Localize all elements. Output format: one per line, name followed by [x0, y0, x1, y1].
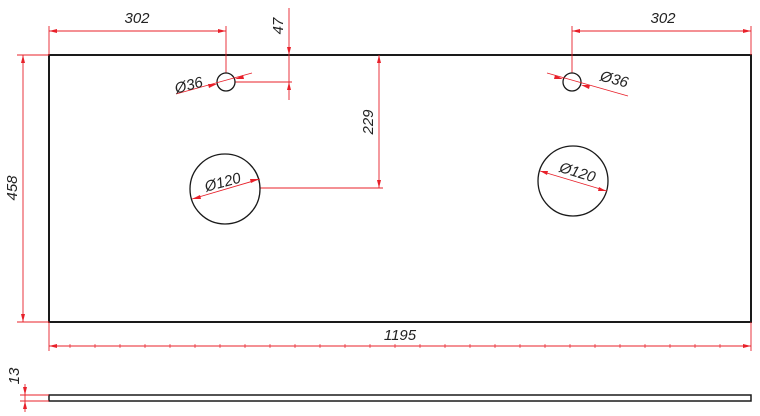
- tap-hole-left: [216, 72, 236, 92]
- label-center-to-basin: 229: [360, 109, 377, 136]
- label-length: 1195: [384, 327, 417, 344]
- tap-hole-right: [562, 72, 582, 92]
- dimension-offset-left: [48, 26, 227, 80]
- dimension-height: [17, 54, 49, 323]
- length-scale-ticks: [69, 344, 721, 348]
- leader-basin-right: [539, 170, 608, 192]
- label-height: 458: [4, 175, 21, 201]
- label-thickness: 13: [6, 367, 23, 384]
- countertop-side-profile: [48, 394, 752, 402]
- dimension-tap-offset: [232, 8, 292, 100]
- label-offset-right: 302: [650, 10, 676, 27]
- dimension-length: [48, 322, 752, 351]
- countertop-outline: [48, 54, 752, 323]
- label-tap-offset: 47: [270, 17, 287, 34]
- dimension-thickness: [20, 384, 49, 412]
- label-tap-right: Ø36: [597, 68, 630, 92]
- leader-basin-left: [191, 178, 261, 200]
- dimension-offset-right: [571, 26, 752, 80]
- label-offset-left: 302: [124, 10, 150, 27]
- label-tap-left: Ø36: [172, 74, 205, 98]
- leader-tap-right: [546, 72, 629, 97]
- leader-tap-left: [175, 72, 253, 95]
